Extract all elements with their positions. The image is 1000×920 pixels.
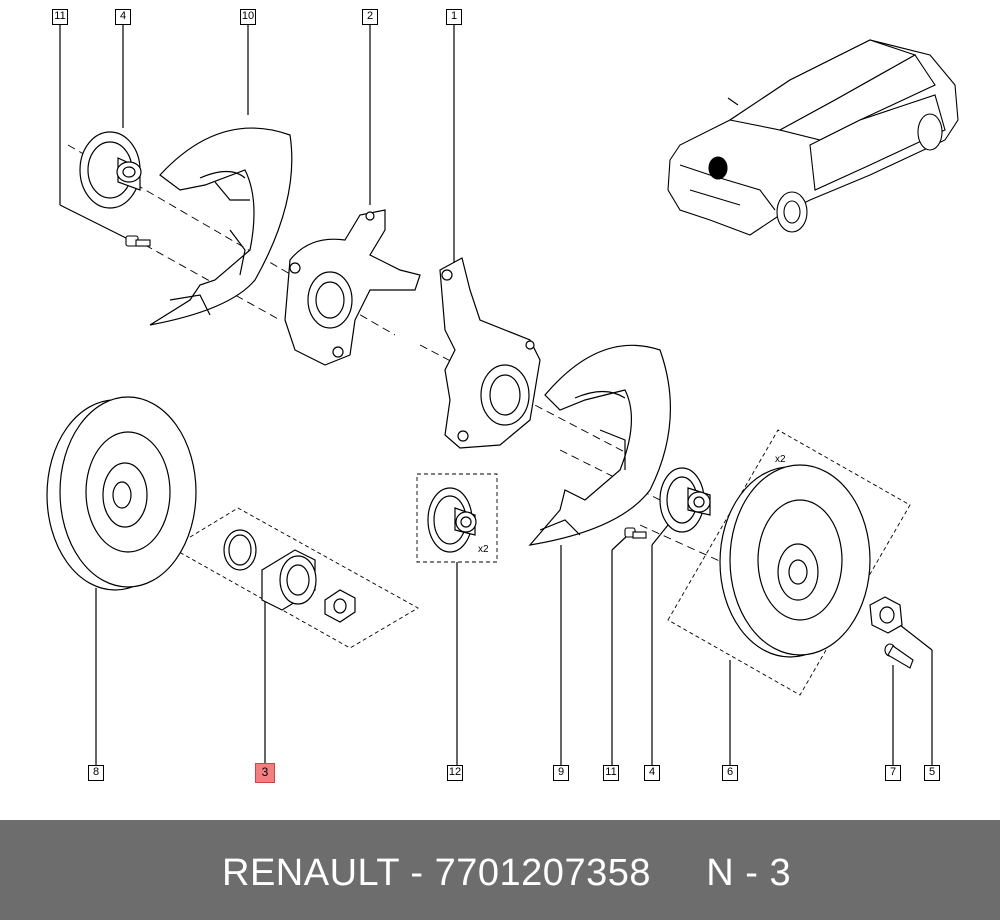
callout-2: 2 <box>362 9 378 25</box>
dust-shield-left <box>149 127 293 326</box>
bearing-kit <box>223 529 356 623</box>
callout-5: 5 <box>924 765 940 781</box>
callout-9: 9 <box>553 765 569 781</box>
brake-disc-left <box>46 396 197 591</box>
callout-6: 6 <box>722 765 738 781</box>
disc-group-box <box>667 429 911 696</box>
callout-10: 10 <box>240 9 256 25</box>
part-number: 7701207358 <box>434 852 651 894</box>
brand-name: RENAULT <box>222 852 400 894</box>
callout-7: 7 <box>885 765 901 781</box>
callout-4-bottom: 4 <box>644 765 660 781</box>
dust-shield-right <box>528 344 671 546</box>
position-label: N - 3 <box>706 852 792 894</box>
bolt-top <box>125 235 151 247</box>
hub-group-multiplier: x2 <box>478 544 489 555</box>
brake-disc-right <box>719 464 871 658</box>
disc-group-multiplier: x2 <box>775 454 786 465</box>
footer-bar <box>0 820 1000 920</box>
callout-4-top: 4 <box>115 9 131 25</box>
hub-middle <box>427 487 477 553</box>
callout-12: 12 <box>447 765 463 781</box>
callout-3-highlighted: 3 <box>255 763 275 783</box>
callout-11-top: 11 <box>52 9 68 25</box>
bearing-kit-box <box>171 507 419 649</box>
callout-8: 8 <box>88 765 104 781</box>
exploded-diagram <box>46 25 959 765</box>
hub-top <box>79 131 142 209</box>
hub-nut <box>869 596 903 634</box>
callout-1: 1 <box>446 9 462 25</box>
footer-separator: - <box>410 852 424 894</box>
callout-11-bottom: 11 <box>603 765 619 781</box>
bolt-bottom <box>624 527 647 539</box>
steering-knuckle-right <box>439 257 541 449</box>
disc-screw <box>884 643 914 669</box>
steering-knuckle-left <box>284 209 421 366</box>
footer-caption: RENAULT - 7701207358 N - 3 <box>222 852 791 895</box>
hub-bottom <box>659 467 711 533</box>
car-illustration <box>667 39 959 236</box>
